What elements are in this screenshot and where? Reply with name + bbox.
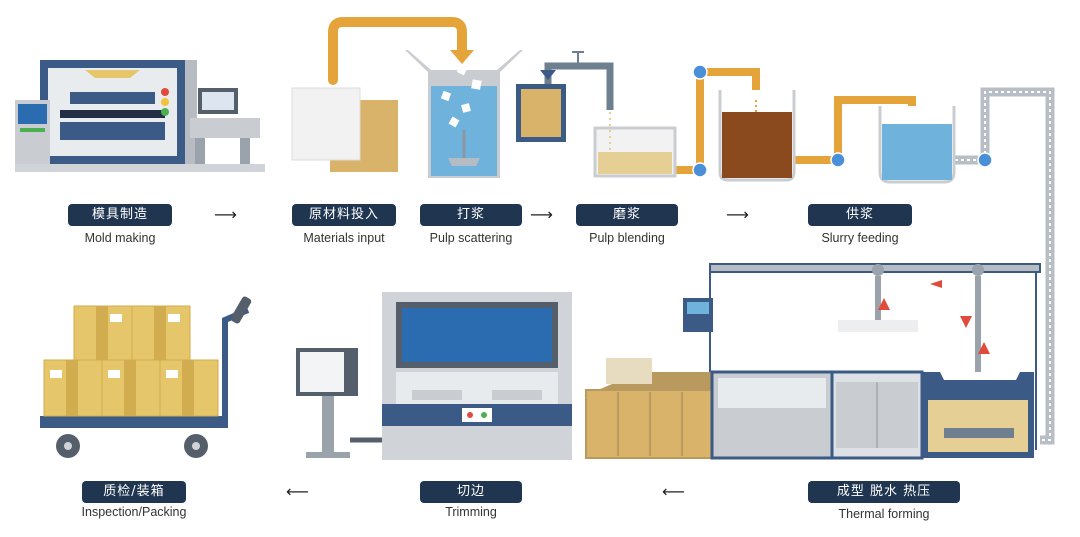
valves [692, 64, 993, 178]
flow-arrow-left-2: ⟵ [286, 482, 309, 501]
step-label-pulp-blending: 磨浆 [576, 204, 678, 226]
step-caption-thermal-forming: Thermal forming [838, 507, 930, 521]
refiner-tank-icon [516, 84, 677, 178]
step-label-mold-making: 模具制造 [68, 204, 172, 226]
cart-boxes-icon [40, 296, 252, 458]
forming-line-icon [584, 263, 1041, 460]
press-machine-icon [15, 60, 265, 172]
step-label-pulp-scattering: 打浆 [420, 204, 522, 226]
step-label-materials-input: 原材料投入 [292, 204, 396, 226]
step-caption-pulp-scattering: Pulp scattering [429, 231, 513, 245]
flow-arrow-left-1: ⟵ [662, 482, 685, 501]
pulper-tank-icon [405, 50, 523, 178]
flow-arrow-right-1: ⟶ [214, 205, 237, 224]
paper-sheets-icon [291, 87, 398, 172]
slurry-tanks-icon [718, 90, 956, 184]
step-caption-pulp-blending: Pulp blending [589, 231, 665, 245]
step-caption-materials-input: Materials input [303, 231, 385, 245]
flow-arrow-right-3: ⟶ [726, 205, 749, 224]
step-label-inspection-packing: 质检/装箱 [82, 481, 186, 503]
step-label-trimming: 切边 [420, 481, 522, 503]
step-caption-slurry-feeding: Slurry feeding [821, 231, 899, 245]
step-caption-inspection-packing: Inspection/Packing [81, 505, 187, 519]
step-label-thermal-forming: 成型 脱水 热压 [808, 481, 960, 503]
flow-arrow-right-2: ⟶ [530, 205, 553, 224]
step-label-slurry-feeding: 供浆 [808, 204, 912, 226]
step-caption-trimming: Trimming [445, 505, 497, 519]
trimming-machine-icon [296, 292, 572, 460]
step-caption-mold-making: Mold making [84, 231, 156, 245]
